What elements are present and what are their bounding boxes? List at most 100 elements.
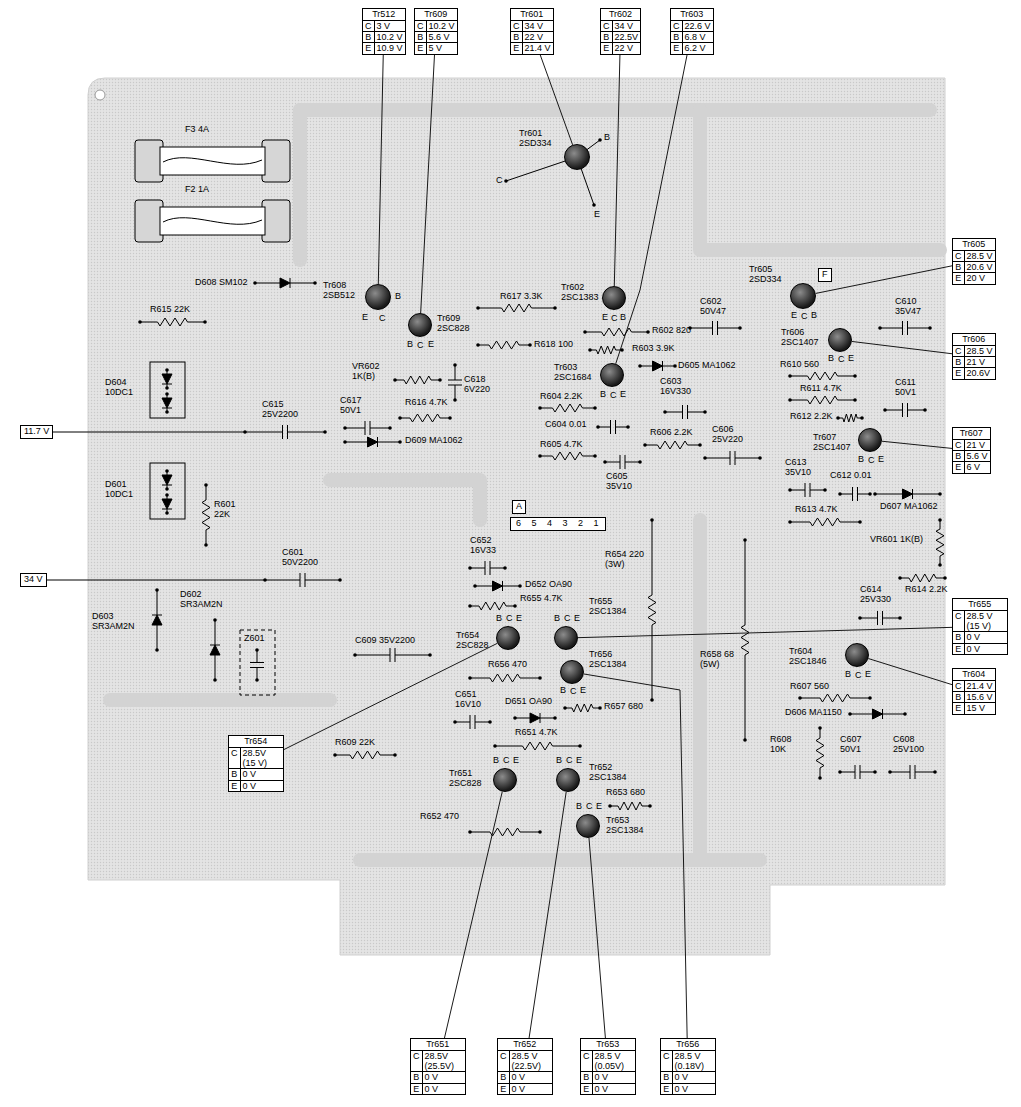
solder-pad	[476, 343, 480, 347]
solder-pad	[203, 320, 207, 324]
solder-pad	[598, 138, 602, 142]
resistor-symbol	[838, 414, 862, 422]
solder-pad	[323, 430, 327, 434]
copper-trace	[330, 480, 480, 520]
diode-symbol	[640, 361, 675, 371]
solder-pad	[253, 281, 257, 285]
solder-pad	[333, 753, 337, 757]
voltage-table: Tr651C28.5V (25.5V)B0 VE0 V	[410, 1038, 466, 1095]
pin-name: B	[661, 1072, 673, 1083]
diode-symbol	[475, 581, 520, 591]
part-label: D651 OA90	[505, 697, 552, 707]
copper-trace	[110, 693, 330, 707]
voltage-value: 28.5 V	[965, 251, 995, 262]
solder-pad	[868, 492, 872, 496]
part-label: D652 OA90	[525, 580, 572, 590]
leader-line	[882, 441, 952, 448]
transistor-label: Tr602 2SC1383	[561, 283, 601, 303]
resistor-symbol	[400, 414, 450, 422]
voltage-value: 6.2 V	[683, 43, 713, 53]
table-grid: C28.5 V (22.5V)B0 VE0 V	[498, 1051, 552, 1094]
solder-pad	[650, 518, 654, 522]
voltage-table: Tr601C34 VB22 VE21.4 V	[510, 8, 554, 55]
capacitor-symbol	[470, 561, 505, 575]
solder-pad	[903, 712, 907, 716]
pin-name: C	[601, 21, 613, 32]
solder-pad	[743, 738, 747, 742]
part-label: C614 25V330	[860, 585, 898, 605]
pin-label: E	[620, 390, 626, 400]
leader-line	[589, 838, 605, 1038]
copper-trace	[700, 110, 940, 250]
pin-name: B	[511, 32, 523, 43]
diode-symbol	[210, 620, 220, 680]
pin-label: B	[811, 311, 817, 321]
diode-symbol	[850, 709, 905, 719]
solder-pad	[596, 425, 600, 429]
leader-line	[614, 55, 620, 286]
solder-pad	[603, 460, 607, 464]
pin-label: B	[493, 756, 499, 766]
capacitor-symbol	[840, 487, 870, 501]
solder-pad	[528, 343, 532, 347]
solder-pad	[848, 712, 852, 716]
solder-pad	[553, 716, 557, 720]
solder-pad	[788, 520, 792, 524]
part-label: R658 68 (5W)	[700, 650, 740, 670]
solder-pad	[626, 425, 630, 429]
table-grid: C28.5 V (0.05V)B0 VE0 V	[581, 1051, 635, 1094]
solder-pad	[703, 456, 707, 460]
capacitor-symbol	[880, 321, 930, 335]
voltage-value: 34 V	[523, 21, 553, 32]
transistor-symbol: Tr656 2SC1384	[560, 660, 584, 684]
voltage-value: 28.5 V (0.05V)	[593, 1051, 635, 1073]
pin-label: C	[868, 456, 875, 466]
solder-pad	[503, 566, 507, 570]
voltage-table: Tr606C28.5 VB21 VE20.6V	[952, 333, 996, 380]
voltage-table: Tr654C28.5V (15 V)B0 VE0 V	[228, 735, 284, 792]
diode-symbol	[162, 374, 172, 384]
solder-pad	[343, 440, 347, 444]
table-grid: C34 VB22.5VE22 V	[601, 21, 640, 54]
pin-label: E	[580, 686, 586, 696]
resistor-symbol	[470, 828, 540, 836]
capacitor-symbol	[890, 765, 935, 779]
pin-label: C	[570, 687, 577, 697]
pin-name: B	[953, 262, 965, 273]
pin-label: E	[791, 311, 797, 321]
pin-name: C	[661, 1051, 673, 1073]
part-label: R651 4.7K	[515, 728, 558, 738]
part-label: D606 MA1150	[785, 708, 842, 718]
leader-line	[378, 55, 383, 284]
solder-pad	[873, 492, 877, 496]
pin-name: E	[953, 368, 965, 378]
table-heading: Tr606	[953, 334, 995, 346]
table-grid: C28.5 V (15 V)B0 VE0 V	[953, 611, 1007, 654]
solder-pad	[788, 398, 792, 402]
solder-pad	[898, 616, 902, 620]
pin-name: E	[498, 1084, 510, 1094]
solder-pad	[673, 364, 677, 368]
solder-pad	[343, 426, 347, 430]
part-label: D607 MA1062	[880, 502, 938, 512]
voltage-table: Tr653C28.5 V (0.05V)B0 VE0 V	[580, 1038, 636, 1095]
fuse-cap	[135, 200, 163, 242]
voltage-value: 15 V	[965, 703, 995, 713]
pin-name: C	[671, 21, 683, 32]
solder-pad	[468, 830, 472, 834]
table-heading: Tr609	[415, 9, 457, 21]
solder-pad	[878, 326, 882, 330]
part-label: R601 22K	[214, 500, 244, 520]
solder-pad	[165, 469, 169, 473]
part-label: R608 10K	[770, 735, 805, 755]
solder-pad	[798, 696, 802, 700]
resistor-symbol	[790, 372, 855, 380]
part-label: R609 22K	[335, 738, 375, 748]
solder-pad	[868, 696, 872, 700]
solder-pad	[493, 744, 497, 748]
solder-pad	[583, 330, 587, 334]
table-grid: C21 VB5.6 VE6 V	[953, 440, 990, 473]
diode-symbol	[515, 713, 555, 723]
transistor-symbol: Tr601 2SD334	[564, 144, 590, 170]
